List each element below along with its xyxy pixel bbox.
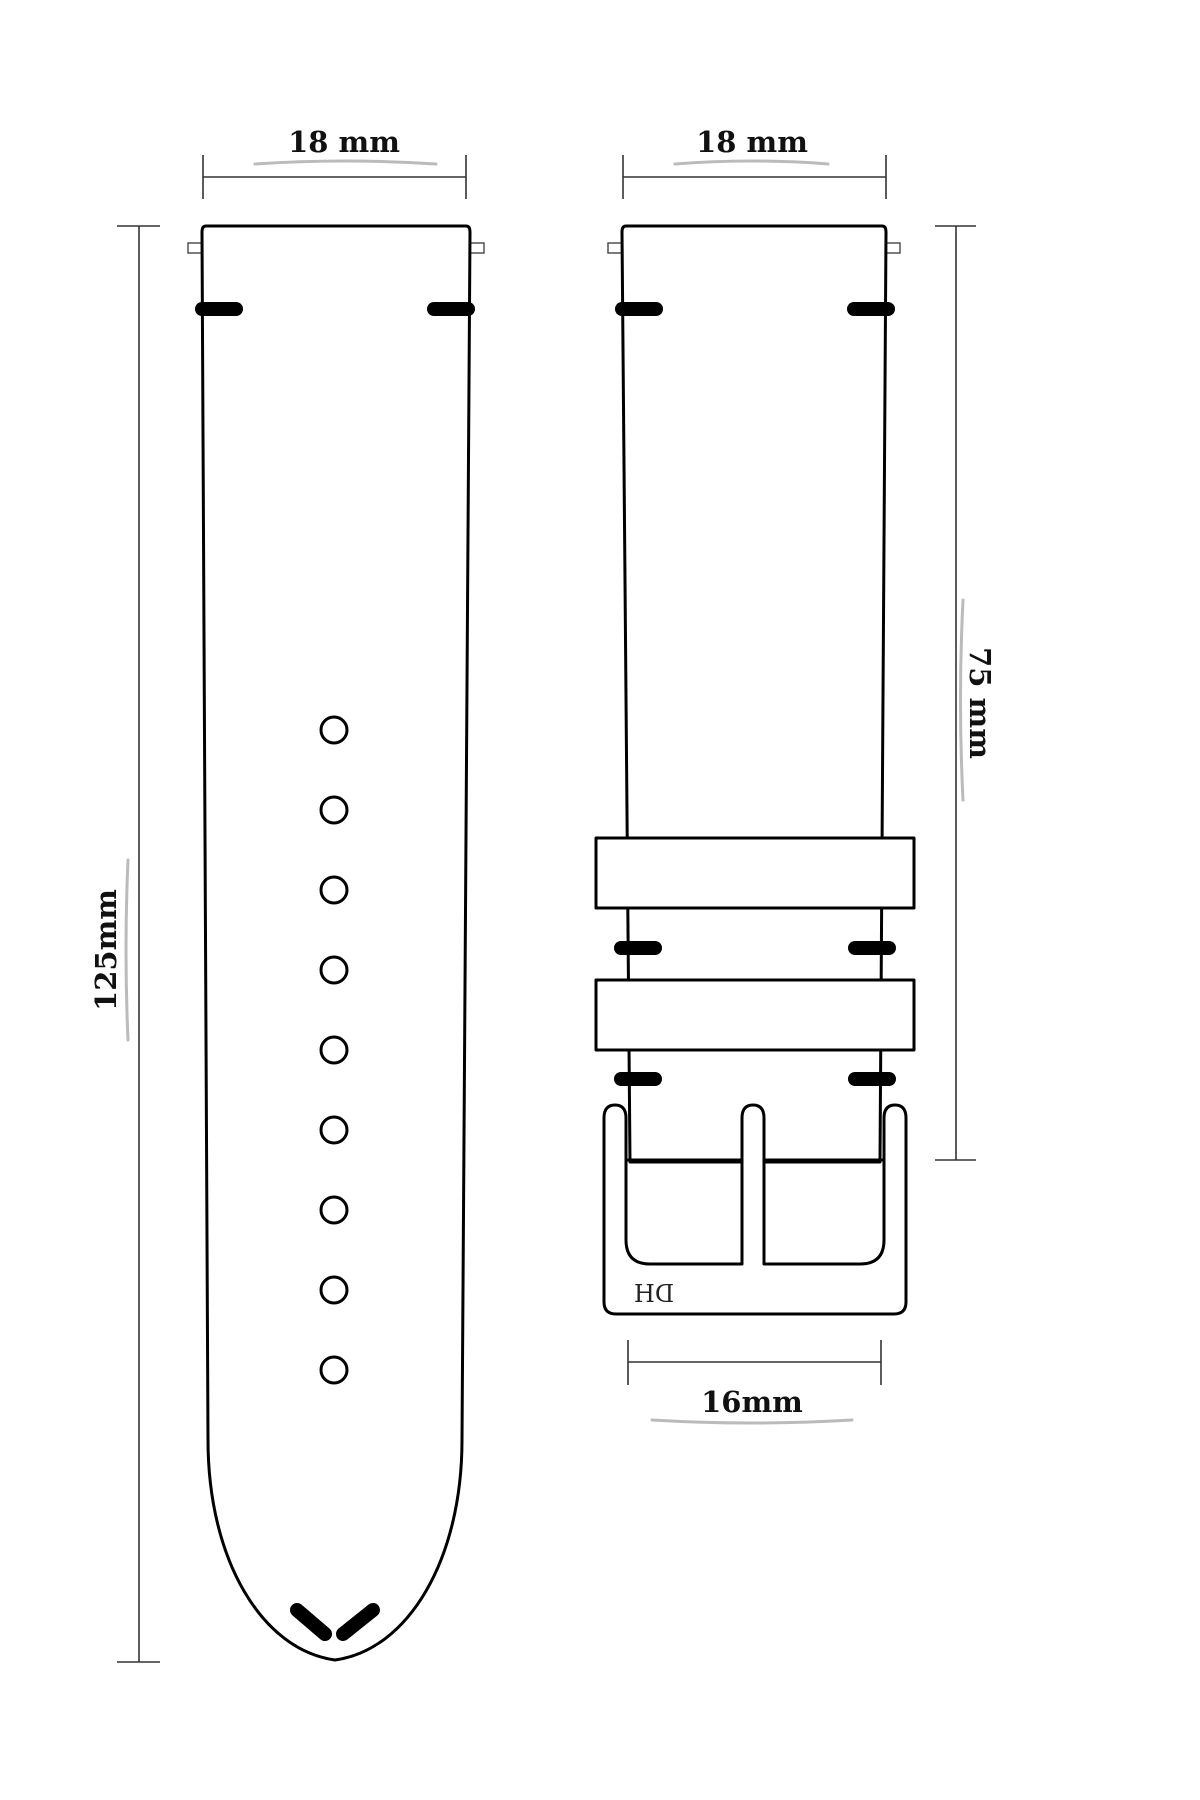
buckle-logo: DH xyxy=(634,1280,674,1308)
short-strap-keeper-upper xyxy=(594,836,916,910)
long-strap-hole-9 xyxy=(319,1355,349,1385)
long-strap-spring-bar-left xyxy=(187,242,203,254)
short-strap-spring-bar-right xyxy=(885,242,901,254)
long-strap-width-label: 18 mm xyxy=(288,125,400,159)
short-strap-length-dimension: 75 mm xyxy=(935,225,997,1161)
short-strap xyxy=(594,224,916,1164)
short-strap-spring-bar-left xyxy=(607,242,623,254)
long-strap-hole-1 xyxy=(319,715,349,745)
buckle-width-dimension: 16mm xyxy=(627,1340,882,1425)
long-strap-tip-stitch-right xyxy=(336,1603,380,1641)
short-strap-width-label: 18 mm xyxy=(696,125,808,159)
short-strap-keeper-lower xyxy=(594,978,916,1052)
buckle-width-label: 16mm xyxy=(701,1385,803,1419)
long-strap-hole-8 xyxy=(319,1275,349,1305)
long-strap-tip-stitch-left xyxy=(290,1603,332,1641)
long-strap-spring-bar-right xyxy=(469,242,485,254)
long-strap-hole-3 xyxy=(319,875,349,905)
long-strap-length-label: 125mm xyxy=(89,889,123,1011)
short-strap-body xyxy=(620,224,888,1164)
long-strap-hole-7 xyxy=(319,1195,349,1225)
long-strap-hole-2 xyxy=(319,795,349,825)
short-strap-width-dimension: 18 mm xyxy=(622,125,887,199)
buckle-frame xyxy=(602,1103,908,1316)
buckle: DH xyxy=(602,1103,908,1316)
long-strap-holes xyxy=(319,715,349,1385)
long-strap xyxy=(187,224,485,1662)
long-strap-hole-5 xyxy=(319,1035,349,1065)
long-strap-hole-4 xyxy=(319,955,349,985)
short-strap-length-label: 75 mm xyxy=(963,647,997,759)
long-strap-hole-6 xyxy=(319,1115,349,1145)
long-strap-body xyxy=(200,224,472,1662)
long-strap-width-dimension: 18 mm xyxy=(202,125,467,199)
long-strap-length-dimension: 125mm xyxy=(89,225,160,1663)
